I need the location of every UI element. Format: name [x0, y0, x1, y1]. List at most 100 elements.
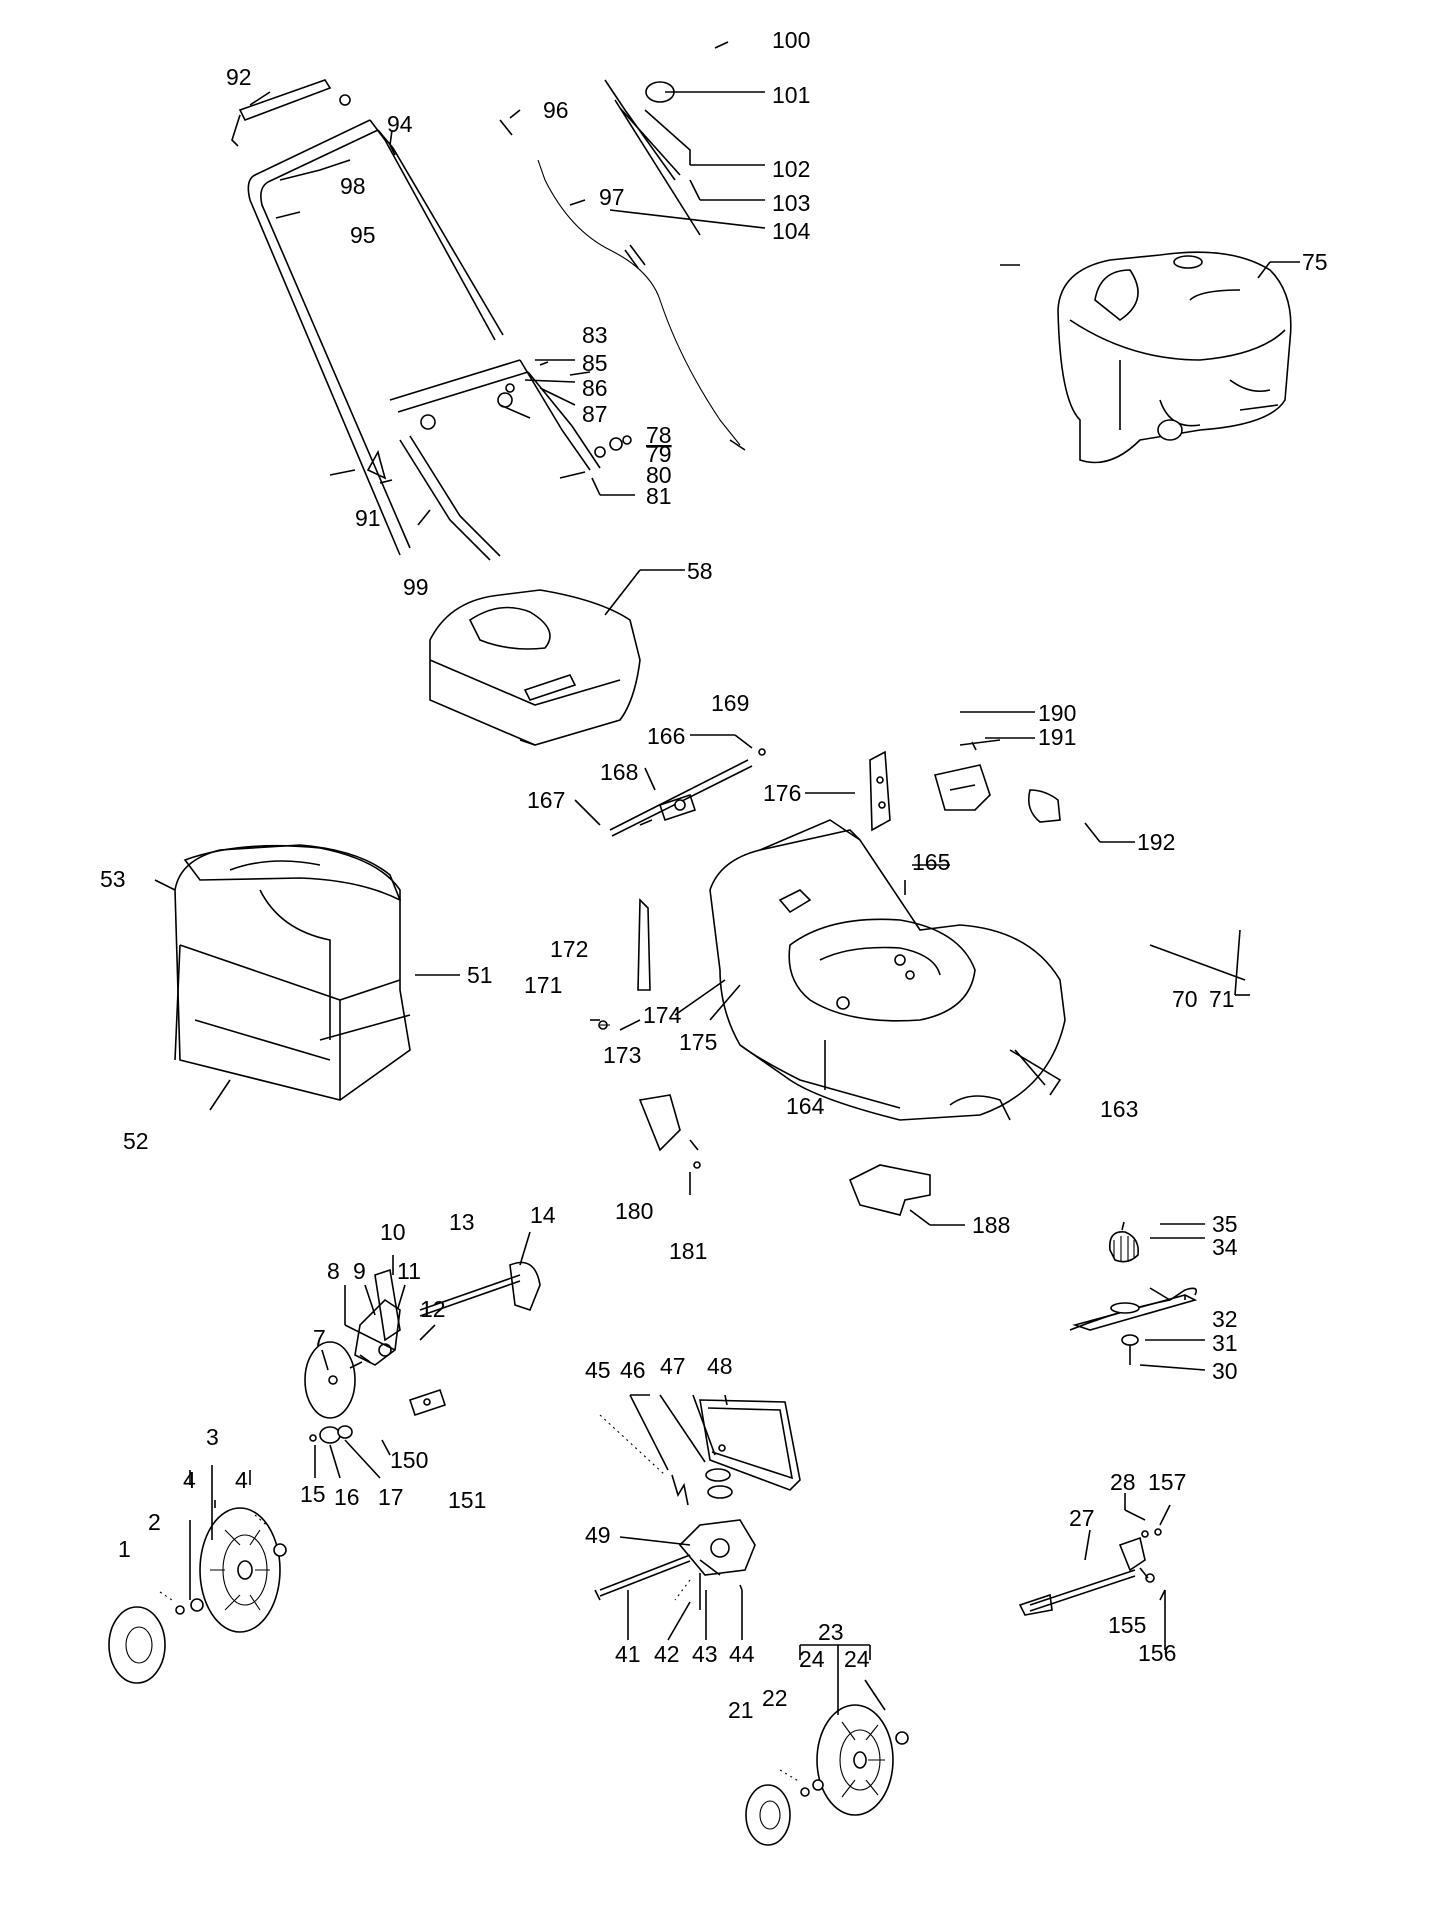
label-166: 166	[647, 723, 685, 749]
label-168: 168	[600, 759, 638, 785]
label-2: 2	[148, 1509, 161, 1535]
label-181: 181	[669, 1238, 707, 1264]
label-190: 190	[1038, 700, 1076, 726]
label-96: 96	[543, 97, 569, 123]
label-28: 28	[1110, 1469, 1136, 1495]
label-150: 150	[390, 1447, 428, 1473]
label-48: 48	[707, 1353, 733, 1379]
label-23: 23	[818, 1619, 844, 1645]
label-71: 71	[1209, 986, 1235, 1012]
label-94: 94	[387, 111, 413, 137]
wheel-icon	[199, 1507, 281, 1633]
label-41: 41	[615, 1641, 641, 1667]
label-164: 164	[786, 1093, 825, 1119]
label-21: 21	[728, 1697, 754, 1723]
label-10: 10	[380, 1219, 406, 1245]
label-87: 87	[582, 401, 608, 427]
label-81: 81	[646, 483, 672, 509]
label-163: 163	[1100, 1096, 1138, 1122]
label-3: 3	[206, 1424, 219, 1450]
label-192: 192	[1137, 829, 1175, 855]
label-12: 12	[420, 1296, 446, 1322]
label-24a: 24	[799, 1646, 825, 1672]
rear-axle-icon	[354, 1261, 541, 1417]
label-34: 34	[1212, 1234, 1238, 1260]
label-22: 22	[762, 1685, 788, 1711]
label-17: 17	[378, 1484, 404, 1510]
label-173: 173	[603, 1042, 641, 1068]
label-75: 75	[1302, 249, 1328, 275]
label-83: 83	[582, 322, 608, 348]
label-155: 155	[1108, 1612, 1146, 1638]
label-98: 98	[340, 173, 366, 199]
label-99: 99	[403, 574, 429, 600]
mower-handle-icon	[247, 119, 601, 561]
pinion-icon	[309, 1425, 353, 1444]
label-78: 78	[646, 422, 672, 448]
label-13: 13	[449, 1209, 475, 1235]
label-174: 174	[643, 1002, 682, 1028]
label-30: 30	[1212, 1358, 1238, 1384]
label-165: 165	[912, 849, 950, 875]
front-wheel-icon	[745, 1704, 909, 1846]
label-52: 52	[123, 1128, 149, 1154]
label-188: 188	[972, 1212, 1010, 1238]
label-95: 95	[350, 222, 376, 248]
label-101: 101	[772, 82, 810, 108]
label-103: 103	[772, 190, 810, 216]
label-7: 7	[313, 1325, 326, 1351]
label-79: 79	[646, 441, 672, 467]
label-4a: 4	[183, 1467, 196, 1493]
label-100: 100	[772, 27, 810, 53]
label-151: 151	[448, 1487, 486, 1513]
label-47: 47	[660, 1353, 686, 1379]
bracket-icon	[869, 741, 1061, 832]
label-167: 167	[527, 787, 565, 813]
height-adjust-rod-icon	[609, 748, 766, 837]
label-46: 46	[620, 1357, 646, 1383]
gearbox-icon	[594, 1399, 801, 1610]
label-58: 58	[687, 558, 713, 584]
gear-disc-icon	[304, 1341, 363, 1419]
label-169: 169	[711, 690, 749, 716]
rear-flap-icon	[429, 589, 641, 746]
label-35: 35	[1212, 1211, 1238, 1237]
label-171: 171	[524, 972, 562, 998]
label-11: 11	[397, 1258, 421, 1284]
label-15: 15	[300, 1481, 326, 1507]
label-27: 27	[1069, 1505, 1095, 1531]
grass-bag-icon	[174, 844, 411, 1101]
label-24b: 24	[844, 1646, 870, 1672]
engine-icon	[1057, 251, 1292, 464]
label-92: 92	[226, 64, 252, 90]
label-49: 49	[585, 1522, 611, 1548]
cable-icon	[499, 41, 746, 451]
label-86: 86	[582, 375, 608, 401]
label-80: 80	[646, 462, 672, 488]
label-176: 176	[763, 780, 801, 806]
label-157: 157	[1148, 1469, 1186, 1495]
chute-icon	[638, 1094, 931, 1216]
label-44: 44	[729, 1641, 755, 1667]
handle-bolts-icon	[329, 361, 632, 484]
label-4b: 4	[235, 1467, 248, 1493]
label-175: 175	[679, 1029, 717, 1055]
label-8: 8	[327, 1258, 340, 1284]
callout-labels: 100 101 102 103 104 92 94 96 97 98 95 83…	[100, 27, 1328, 1723]
label-104: 104	[772, 218, 811, 244]
label-102: 102	[772, 156, 810, 182]
label-180: 180	[615, 1198, 653, 1224]
label-53: 53	[100, 866, 126, 892]
label-97: 97	[599, 184, 625, 210]
label-16: 16	[334, 1484, 360, 1510]
mower-deck-icon	[598, 819, 1066, 1121]
label-31: 31	[1212, 1330, 1238, 1356]
label-45: 45	[585, 1357, 611, 1383]
front-axle-icon	[1018, 1528, 1162, 1616]
label-91: 91	[355, 505, 381, 531]
label-156: 156	[1138, 1640, 1176, 1666]
label-85: 85	[582, 350, 608, 376]
label-51: 51	[467, 962, 493, 988]
handle-bar-icon	[231, 79, 351, 147]
label-32: 32	[1212, 1306, 1238, 1332]
